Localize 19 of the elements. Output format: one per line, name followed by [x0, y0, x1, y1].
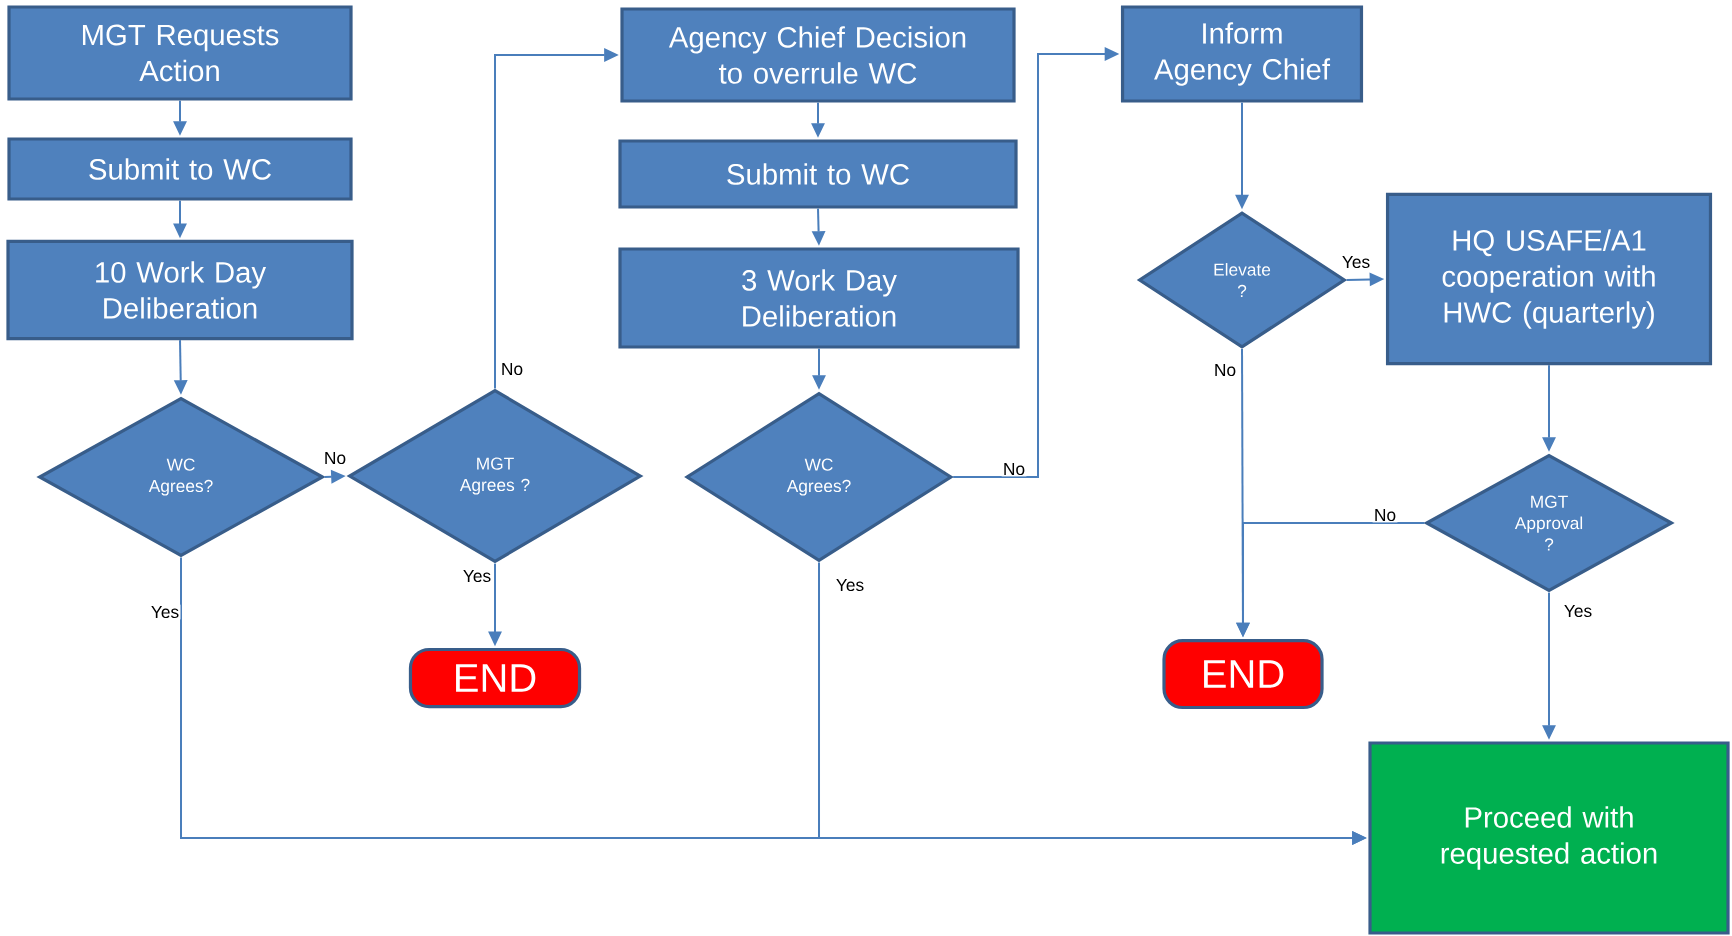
edge-label: No — [1001, 461, 1027, 477]
process-box: MGT Requests Action — [7, 5, 353, 101]
process-box: Inform Agency Chief — [1120, 5, 1364, 103]
edge-label: No — [1372, 507, 1398, 523]
edge-label: Yes — [834, 577, 866, 593]
process-box: Agency Chief Decision to overrule WC — [620, 7, 1016, 103]
edge-label: Yes — [149, 604, 181, 620]
end-terminator: END — [1162, 638, 1324, 710]
process-box: Submit to WC — [7, 137, 353, 201]
process-box: Submit to WC — [618, 139, 1018, 209]
process-box: 10 Work Day Deliberation — [6, 239, 354, 341]
edge-label: Yes — [461, 568, 493, 584]
process-box: Proceed with requested action — [1368, 741, 1730, 935]
edge-label: No — [1212, 362, 1238, 378]
process-box: HQ USAFE/A1 cooperation with HWC (quarterly) — [1385, 192, 1713, 366]
process-box: 3 Work Day Deliberation — [618, 247, 1020, 349]
end-terminator: END — [408, 647, 582, 709]
edge-label: No — [499, 361, 525, 377]
edge-label: Yes — [1562, 603, 1594, 619]
